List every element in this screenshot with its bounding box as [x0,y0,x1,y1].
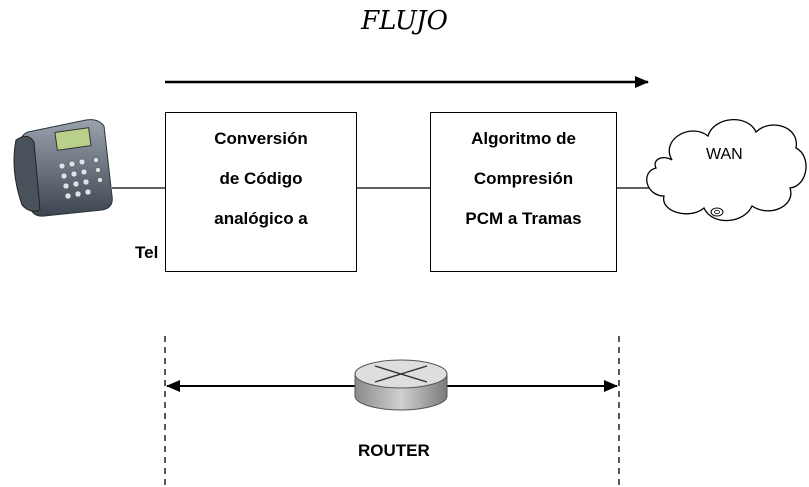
wan-label: WAN [706,146,743,163]
compression-algorithm-line: Compresión [473,169,574,188]
code-conversion-line: de Código [219,169,303,188]
flow-title: FLUJO [361,6,448,36]
phone-label: Tel [135,243,159,262]
ip-phone-icon [13,119,113,217]
wan-cloud-icon [646,119,807,222]
router-icon [354,359,448,411]
compression-algorithm-line: PCM a Tramas [465,209,582,228]
router-label: ROUTER [358,441,430,460]
code-conversion-box: Conversión de Código analógico a [165,112,357,272]
compression-algorithm-box: Algoritmo de Compresión PCM a Tramas [430,112,617,272]
code-conversion-text: Conversión de Código analógico a [166,113,356,239]
compression-algorithm-text: Algoritmo de Compresión PCM a Tramas [431,113,616,239]
compression-algorithm-line: Algoritmo de [471,129,576,148]
code-conversion-line: analógico a [214,209,308,228]
code-conversion-line: Conversión [214,129,308,148]
